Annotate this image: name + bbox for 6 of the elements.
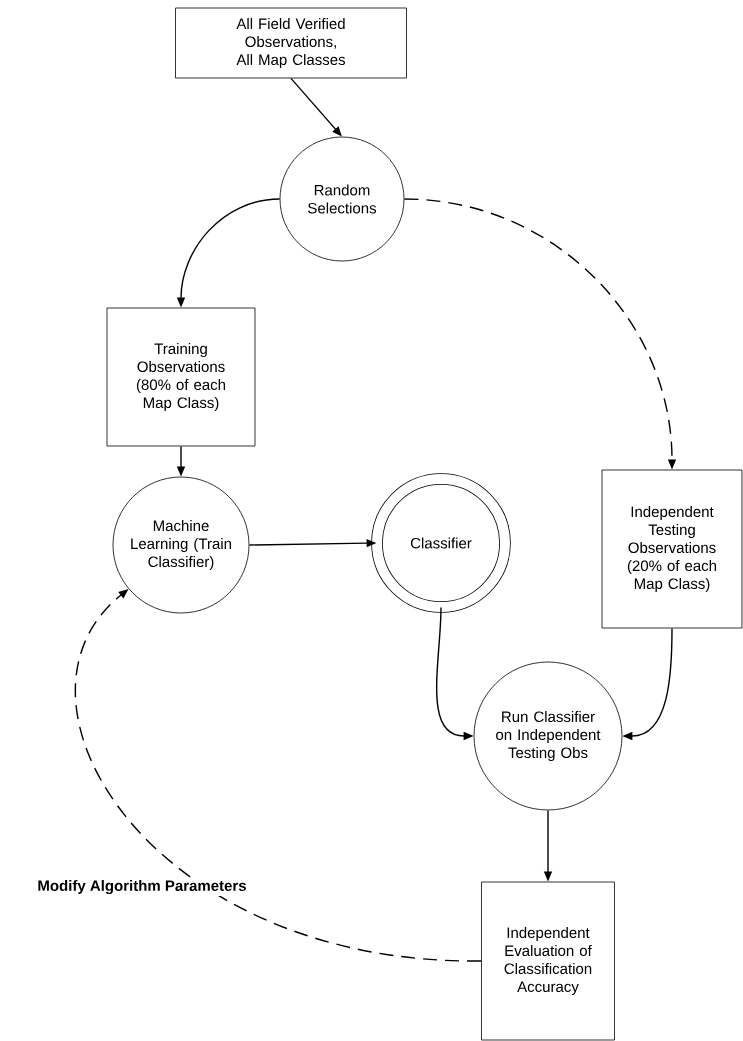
process-box: All Field Verified Observations, All Map Classes <box>175 7 407 79</box>
process-box: Independent Evaluation of Classification Accuracy <box>481 881 615 1041</box>
edge-label: Modify Algorithm Parameters <box>35 878 249 897</box>
process-box: Independent Testing Observations (20% of each Map Class) <box>601 469 743 629</box>
arrow <box>74 589 482 962</box>
process-box: Training Observations (80% of each Map Class) <box>106 307 256 447</box>
